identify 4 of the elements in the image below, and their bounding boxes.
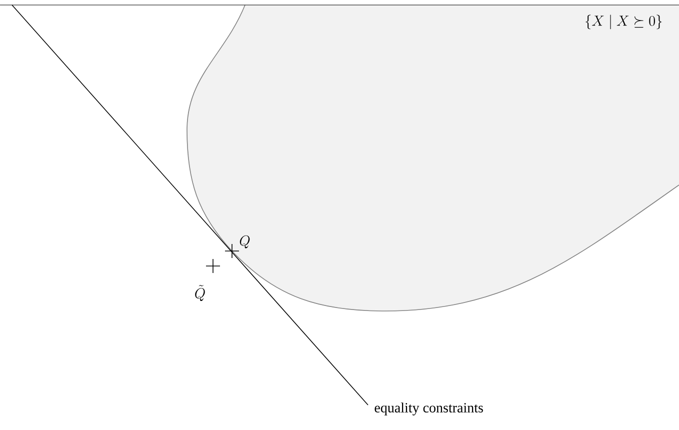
text-label: equality constraints bbox=[374, 402, 483, 416]
math-label: $\{X \mid X \succeq 0\}$ bbox=[586, 14, 662, 30]
math-label: $Q$ bbox=[240, 235, 250, 248]
math-label: $\tilde{Q}$ bbox=[195, 284, 205, 301]
